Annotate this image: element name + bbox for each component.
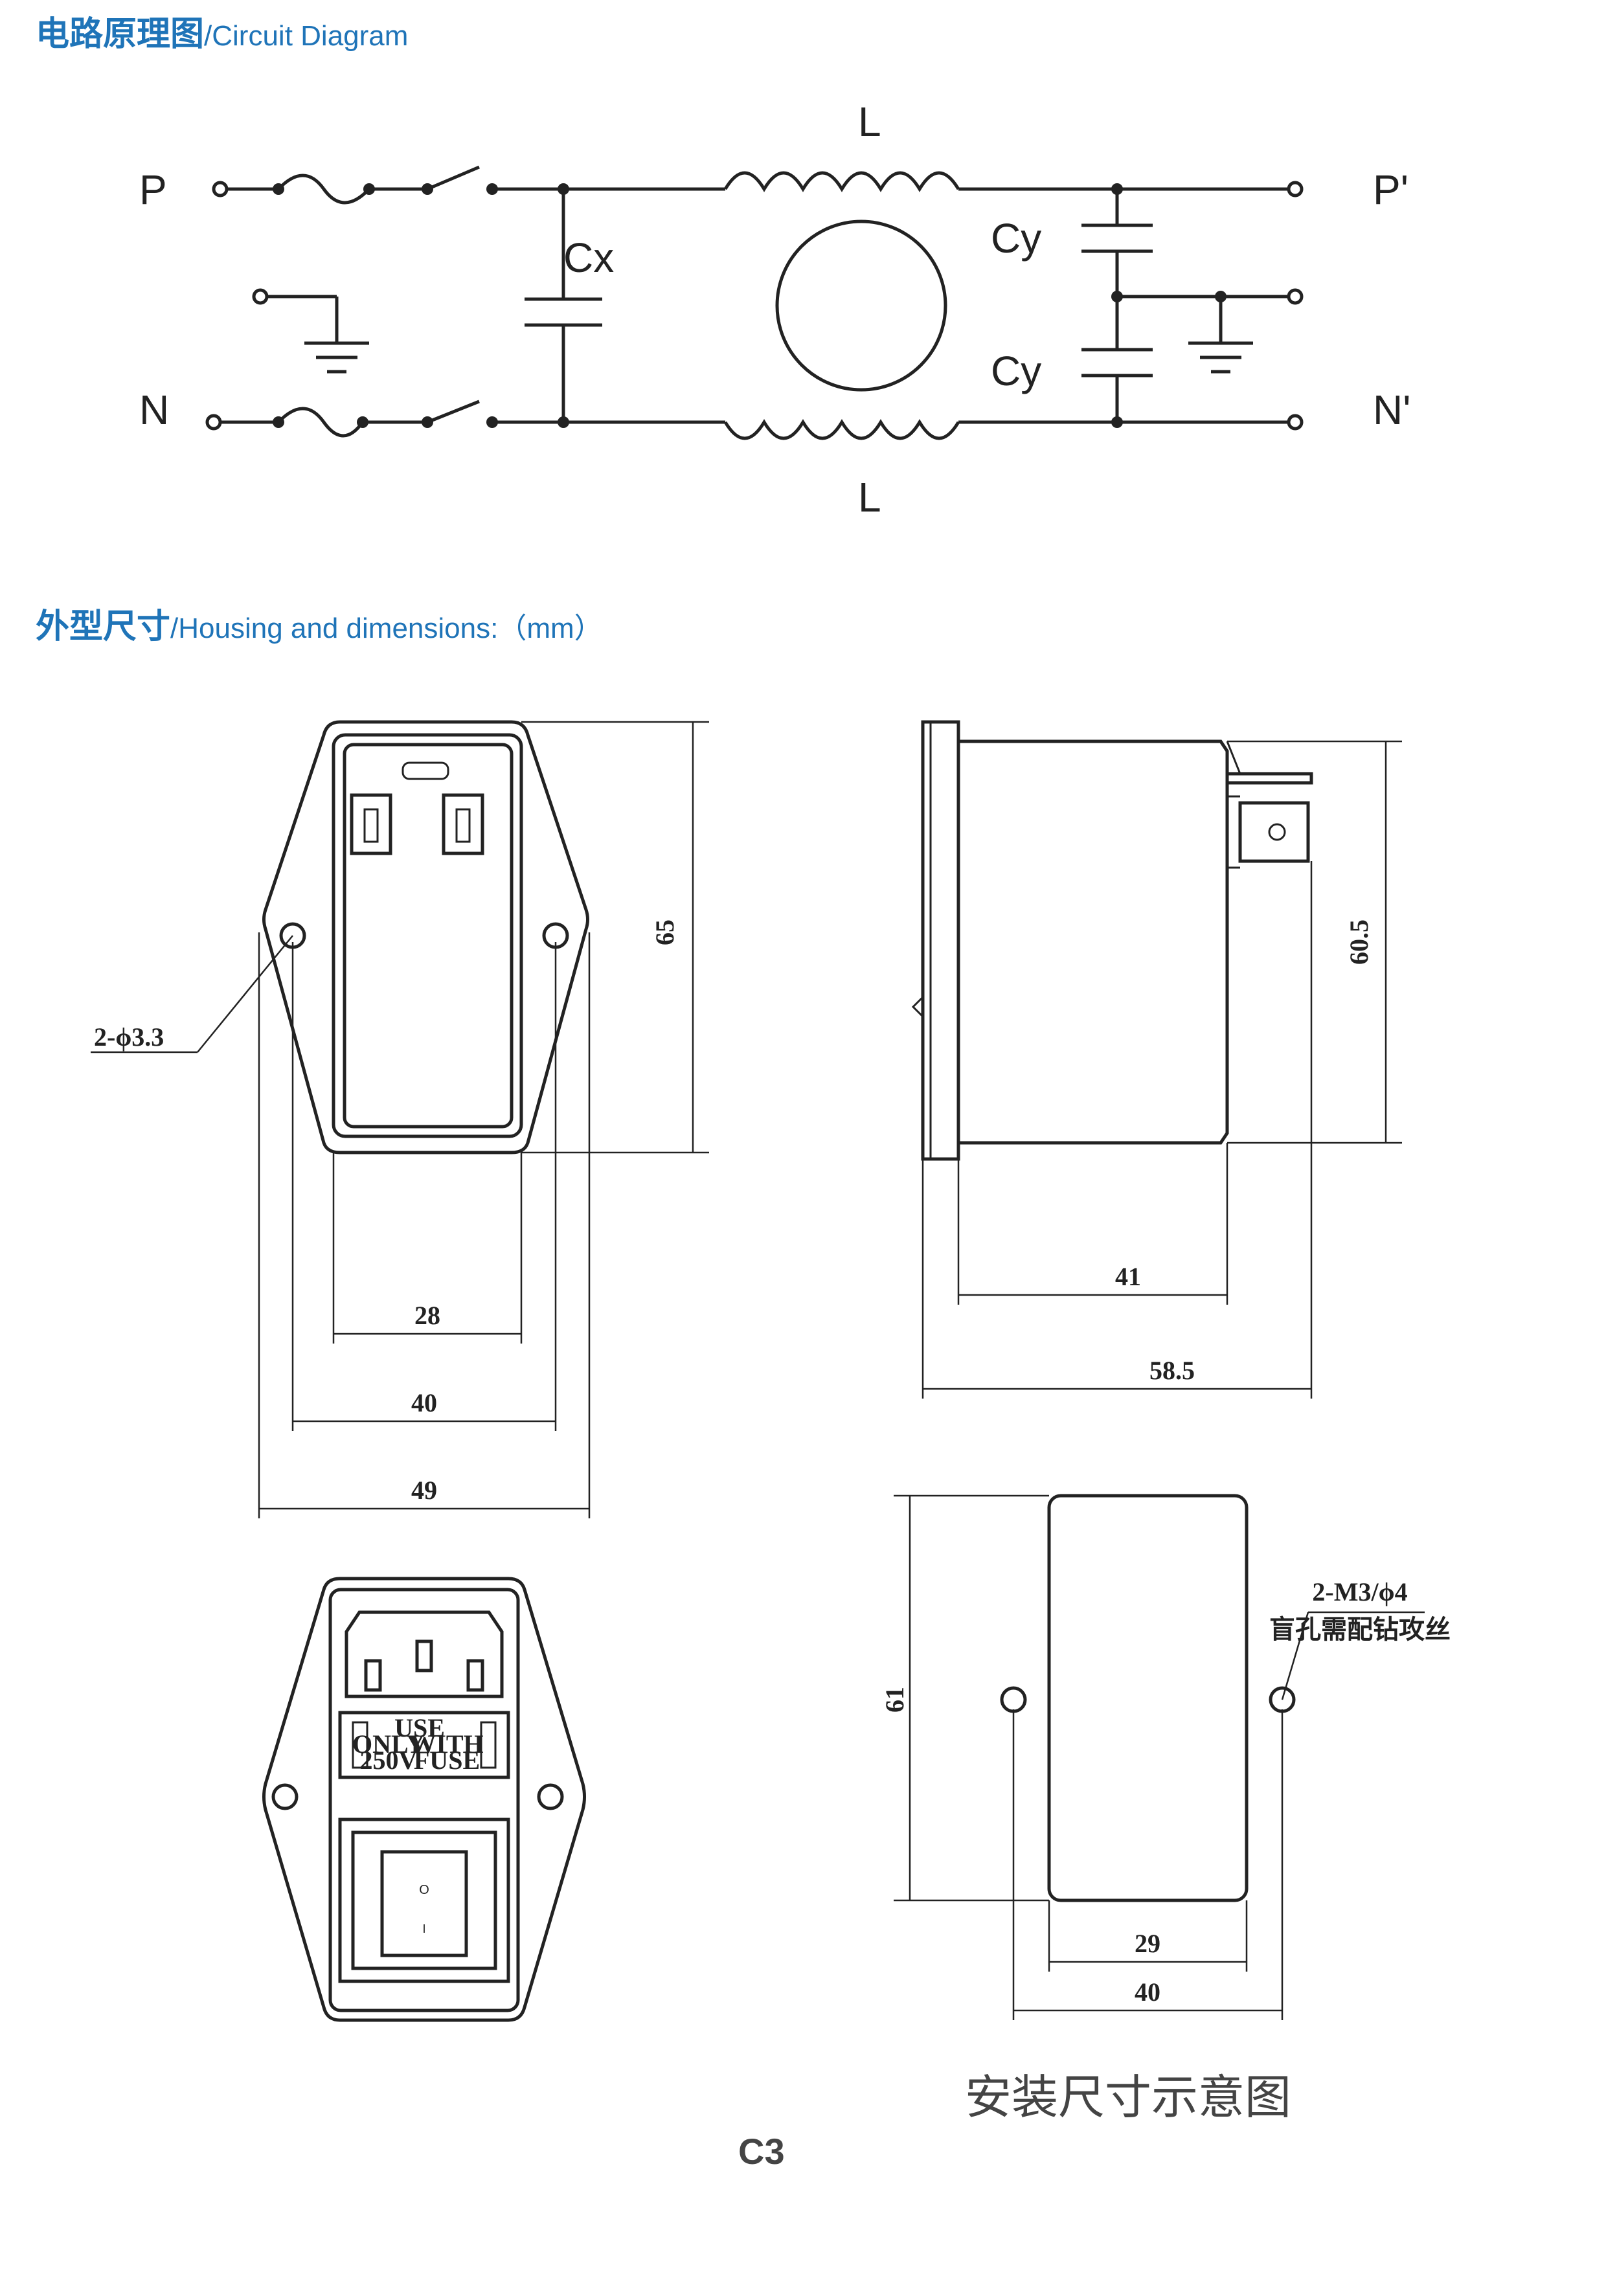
- front-flange-outline: [262, 720, 589, 1154]
- front-w-inner-label: 28: [414, 1301, 440, 1330]
- front-pin-left: [350, 793, 392, 855]
- housing-section-title: 外型尺寸/Housing and dimensions:（mm）: [36, 599, 603, 647]
- terminal-p-dot: [212, 181, 229, 197]
- cap-y-top-label: Cy: [991, 215, 1041, 262]
- circuit-title-zh: 电路原理图: [36, 15, 205, 54]
- mounting-view: 61 29 40 2-M3/ϕ4 盲孔需配钻攻丝: [880, 1494, 1451, 2020]
- mount-w-holes-label: 40: [1135, 1977, 1160, 2007]
- front-w-holes-label: 40: [411, 1388, 437, 1417]
- mount-w-inner-label: 29: [1135, 1929, 1160, 1958]
- fuse-text-with: WITH: [410, 1729, 483, 1759]
- inductor-bottom-icon: [723, 419, 960, 440]
- terminal-p-label: P: [139, 166, 167, 213]
- terminal-p-out-dot: [1287, 181, 1304, 197]
- back-view: USE ONLY WITH 250V FUSE O I: [262, 1577, 586, 2022]
- circuit-diagram: P N P' N' L L Cx Cy Cy: [139, 98, 1410, 521]
- inductor-top-label: L: [858, 98, 881, 145]
- side-tab-top: [1225, 772, 1313, 785]
- p-switch-icon: [427, 165, 480, 191]
- back-flange-outline: [262, 1577, 586, 2022]
- mount-hole-label-1: 2-M3/ϕ4: [1312, 1577, 1407, 1606]
- cap-y-bottom-label: Cy: [991, 348, 1041, 394]
- switch-off-mark: I: [422, 1922, 425, 1935]
- mount-height-label: 61: [880, 1687, 909, 1713]
- core-icon: [775, 219, 947, 392]
- terminal-n-label: N: [139, 387, 169, 433]
- fuse-text-voltage: 250V: [360, 1746, 418, 1775]
- p-fuse-icon: [277, 174, 370, 205]
- n-fuse-icon: [277, 407, 365, 438]
- front-view: 65 2-ϕ3.3 28 40 49: [91, 720, 709, 1518]
- side-height-label: 60.5: [1344, 919, 1374, 965]
- side-view: 60.5 41 58.5: [911, 720, 1402, 1399]
- switch-on-mark: O: [419, 1883, 429, 1897]
- rocker-switch-frame: [338, 1818, 510, 1983]
- iec-pin-center: [415, 1639, 433, 1672]
- fuse-text-use: USE: [394, 1713, 445, 1742]
- inductor-top-icon: [723, 171, 960, 192]
- fuse-holder: [338, 1711, 510, 1779]
- terminal-n-out-dot: [1287, 414, 1304, 431]
- circuit-section-title: 电路原理图/Circuit Diagram: [36, 6, 408, 55]
- circuit-title-en: Circuit Diagram: [212, 20, 409, 52]
- mount-body: [1047, 1494, 1249, 1902]
- front-height-label: 65: [650, 919, 679, 945]
- mounting-caption: 安装尺寸示意图: [965, 2070, 1292, 2124]
- iec-pin-left: [364, 1659, 382, 1692]
- fuse-text-only: ONLY: [352, 1729, 425, 1759]
- cap-x-label: Cx: [563, 234, 614, 281]
- back-hole-left: [271, 1783, 299, 1810]
- side-flange: [921, 720, 960, 1161]
- front-body: [332, 733, 523, 1138]
- iec-pin-right: [466, 1659, 484, 1692]
- terminal-n-dot: [205, 414, 222, 431]
- fuse-text-fuse: FUSE: [414, 1746, 480, 1775]
- housing-title-zh: 外型尺寸: [36, 607, 171, 646]
- housing-title-sep: /: [170, 613, 179, 644]
- circuit-title-sep: /: [204, 20, 212, 52]
- mount-hole-label-2: 盲孔需配钻攻丝: [1269, 1615, 1451, 1644]
- rocker-switch: [380, 1850, 468, 1957]
- front-hole-label: 2-ϕ3.3: [94, 1022, 164, 1052]
- inductor-bottom-label: L: [858, 474, 881, 521]
- page-number: C3: [738, 2131, 785, 2172]
- side-depth-total-label: 58.5: [1149, 1356, 1195, 1385]
- terminal-n-out-label: N': [1373, 387, 1410, 433]
- housing-title-en: Housing and dimensions:（mm）: [178, 613, 603, 644]
- iec-socket: [345, 1610, 504, 1698]
- front-pin-right: [442, 793, 484, 855]
- back-body: [328, 1588, 520, 2012]
- n-switch-icon: [427, 400, 480, 424]
- front-w-total-label: 49: [411, 1476, 437, 1505]
- side-depth-body-label: 41: [1115, 1262, 1141, 1291]
- mount-hole-left: [1000, 1686, 1027, 1713]
- side-tab: [1238, 801, 1310, 863]
- side-body: [956, 739, 1229, 1145]
- terminal-p-out-label: P': [1373, 166, 1408, 213]
- front-slot: [402, 761, 449, 780]
- back-hole-right: [537, 1783, 564, 1810]
